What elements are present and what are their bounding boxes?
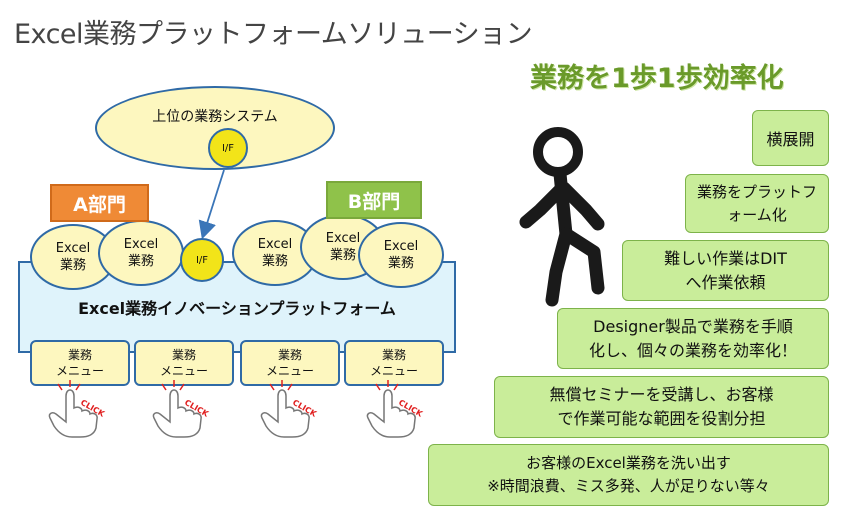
task-menu-button[interactable]: 業務 メニュー [344, 340, 444, 386]
step-box-3: Designer製品で業務を手順 化し、個々の業務を効率化！ [557, 308, 829, 369]
step-box-6: 横展開 [752, 110, 829, 166]
pointing-hand-icon: CLICK [152, 380, 211, 438]
interface-label: I/F [221, 142, 235, 154]
task-menu-button[interactable]: 業務 メニュー [134, 340, 234, 386]
step-text: 業務をプラットフ ォーム化 [696, 182, 817, 224]
pointing-hand-icon: CLICK [48, 380, 107, 438]
task-menu-button[interactable]: 業務 メニュー [240, 340, 340, 386]
excel-task-label: Excel 業務 [55, 241, 91, 273]
interface-label: I/F [195, 254, 209, 266]
task-menu-label: 業務 メニュー [369, 348, 418, 378]
stick-figure-icon [519, 127, 605, 307]
excel-task-bubble: Excel 業務 [98, 220, 184, 286]
step-box-5: 業務をプラットフ ォーム化 [685, 174, 829, 233]
step-box-2: 無償セミナーを受講し、お客様 で作業可能な範囲を役割分担 [494, 376, 829, 438]
task-menu-label: 業務 メニュー [265, 348, 314, 378]
page-title: Excel業務プラットフォームソリューション [14, 19, 533, 50]
step-text: お客様のExcel業務を洗い出す ※時間浪費、ミス多発、人が足りない等々 [487, 454, 770, 495]
pointing-hand-icon: CLICK [260, 380, 319, 438]
excel-task-bubble: Excel 業務 [358, 222, 444, 288]
step-text: 難しい作業はDIT へ作業依頼 [664, 248, 787, 292]
platform-label: Excel業務イノベーションプラットフォーム [78, 299, 396, 318]
excel-task-label: Excel 業務 [325, 231, 361, 263]
headline: 業務を1歩1歩効率化 [530, 63, 784, 94]
dept-b-label: B部門 [326, 181, 422, 219]
pointing-hand-icon: CLICK [366, 380, 425, 438]
excel-task-label: Excel 業務 [257, 237, 293, 269]
task-menu-label: 業務 メニュー [55, 348, 104, 378]
dept-a-label: A部門 [50, 184, 149, 222]
excel-task-label: Excel 業務 [383, 239, 419, 271]
step-box-1: お客様のExcel業務を洗い出す ※時間浪費、ミス多発、人が足りない等々 [428, 444, 829, 506]
interface-circle-top: I/F [208, 128, 248, 168]
step-text: 横展開 [766, 130, 815, 149]
upper-system-label: 上位の業務システム [152, 109, 278, 125]
excel-task-label: Excel 業務 [123, 237, 159, 269]
task-menu-label: 業務 メニュー [159, 348, 208, 378]
step-box-4: 難しい作業はDIT へ作業依頼 [622, 240, 829, 301]
step-text: Designer製品で業務を手順 化し、個々の業務を効率化！ [588, 316, 797, 360]
step-text: 無償セミナーを受講し、お客様 で作業可能な範囲を役割分担 [549, 385, 774, 428]
interface-circle-bottom: I/F [180, 238, 224, 282]
